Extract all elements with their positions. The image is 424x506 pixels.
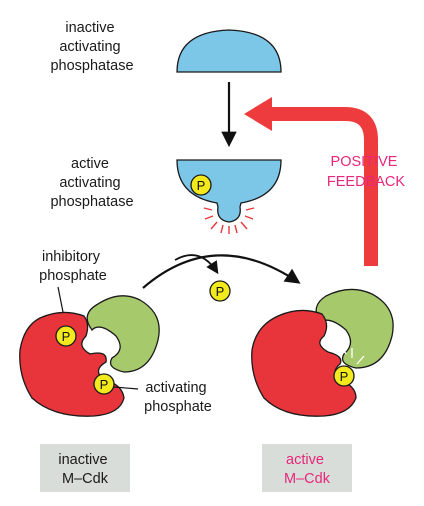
conversion-arrow	[142, 254, 301, 289]
activating-phosphate-leader	[113, 386, 139, 390]
inactive-cdk-badge	[40, 444, 130, 492]
label-activating-phosphate: activating phosphate	[144, 380, 212, 415]
phosphatase-phosphate-label: P	[197, 178, 206, 193]
activating-phosphate-active-label: P	[340, 369, 349, 384]
label-positive-feedback: POSITIVE FEEDBACK	[327, 154, 405, 190]
active-cdk-badge	[262, 444, 352, 492]
activating-phosphate-inactive-label: P	[100, 377, 109, 392]
released-phosphate-label: P	[216, 284, 225, 299]
inactive-cyclin	[86, 295, 160, 373]
label-active-phosphatase: active activating phosphatase	[50, 156, 133, 210]
released-phosphate	[209, 280, 231, 302]
label-inactive-cdk: inactive M–Cdk	[58, 452, 111, 487]
phosphatase-active-site-rays	[203, 207, 255, 234]
positive-feedback-arrow	[272, 107, 378, 266]
inactive-phosphatase-shape	[176, 29, 282, 73]
cdk-active-site-rays	[339, 343, 370, 381]
phosphate-release-arrow	[174, 254, 219, 275]
active-phosphatase: P	[176, 159, 282, 234]
phosphatase-phosphate	[190, 174, 212, 196]
positive-feedback-arrowhead	[244, 97, 272, 131]
label-active-cdk: active M–Cdk	[284, 452, 331, 487]
inhibitory-phosphate	[55, 325, 77, 347]
label-inactive-phosphatase: inactive activating phosphatase	[50, 20, 133, 74]
label-inhibitory-phosphate: inhibitory phosphate	[39, 249, 107, 284]
activating-phosphate-inactive	[93, 373, 115, 395]
activating-phosphate-active	[333, 365, 355, 387]
inhibitory-phosphate-label: P	[62, 329, 71, 344]
